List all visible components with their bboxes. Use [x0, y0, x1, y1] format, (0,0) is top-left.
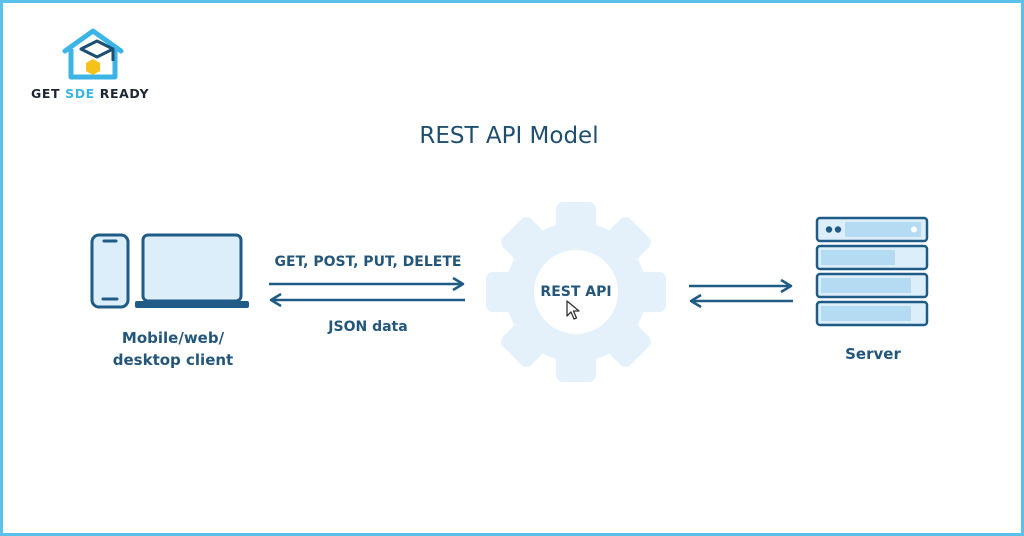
- server-request-arrow: [689, 278, 793, 294]
- request-arrow: [269, 276, 465, 292]
- graduation-house-icon: [62, 28, 124, 80]
- mobile-phone-icon: [90, 233, 130, 309]
- client-label-line2: desktop client: [112, 351, 234, 369]
- json-data-label: JSON data: [328, 319, 408, 335]
- server-unit-2: [815, 244, 929, 271]
- client-label-line1: Mobile/web/: [121, 329, 225, 347]
- brand-wordmark: GET SDE READY: [31, 86, 149, 101]
- brand-word-ready: READY: [99, 86, 150, 101]
- brand-word-sde: SDE: [65, 86, 95, 101]
- server-response-arrow: [689, 293, 793, 309]
- server-unit-3: [815, 272, 929, 299]
- response-arrow: [269, 292, 465, 308]
- gear-icon: [486, 202, 666, 382]
- server-unit-4: [815, 300, 929, 327]
- brand-word-get: GET: [31, 86, 61, 101]
- mouse-cursor-icon: [566, 300, 580, 320]
- gear-label: REST API: [540, 284, 612, 300]
- client-label: Mobile/web/ desktop client: [83, 327, 263, 371]
- http-methods-label: GET, POST, PUT, DELETE: [274, 254, 462, 270]
- brand-logo: GET SDE READY: [31, 25, 161, 103]
- laptop-icon: [135, 233, 249, 308]
- server-unit-1: [815, 216, 929, 243]
- client-devices-icon: [90, 233, 249, 309]
- server-label: Server: [845, 345, 901, 363]
- server-icon: [815, 216, 929, 327]
- diagram-title: REST API Model: [419, 123, 599, 149]
